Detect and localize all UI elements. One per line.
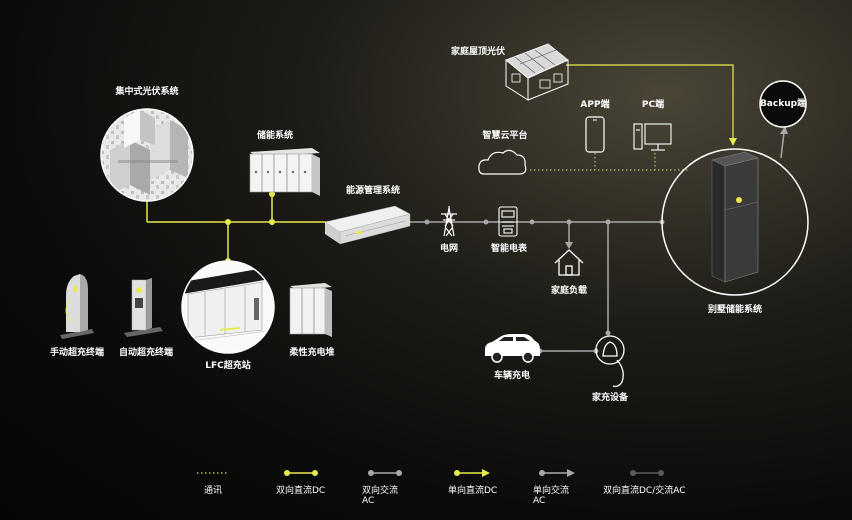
flex-pile-illustration xyxy=(289,283,332,337)
backup-label: Backup端 xyxy=(759,99,807,109)
central-pv-label: 集中式光伏系统 xyxy=(115,87,179,97)
ac-node xyxy=(483,219,489,225)
legend-swatch-dcac-bi-node xyxy=(658,470,664,476)
dc-node xyxy=(269,219,275,225)
backup-circle xyxy=(759,80,807,128)
ac-arrow xyxy=(780,126,788,134)
legend-swatch-dcac-bi-node xyxy=(630,470,636,476)
legend-label-dcac-bi: 双向直流DC/交流AC xyxy=(603,486,686,496)
home-load-icon xyxy=(554,249,584,276)
manual-charger-illustration xyxy=(60,274,94,339)
villa-storage-label: 别墅储能系统 xyxy=(707,305,763,315)
ac-node xyxy=(605,330,611,336)
dc-node xyxy=(225,219,231,225)
vehicle-label: 车辆充电 xyxy=(493,371,531,381)
pc-icon xyxy=(633,123,672,151)
home-load-label: 家庭负载 xyxy=(550,286,588,296)
ac-line-backup xyxy=(780,131,785,159)
legend-label-dc-uni: 单向直流DC xyxy=(448,486,498,496)
auto-charger-label: 自动超充终端 xyxy=(118,348,174,358)
legend-swatch-ac-uni-arrow xyxy=(567,469,575,477)
lfc-station-label: LFC超充站 xyxy=(205,361,251,371)
legend xyxy=(197,469,664,477)
ac-arrow xyxy=(565,242,573,249)
ac-node xyxy=(529,219,535,225)
pc-label: PC端 xyxy=(641,100,665,110)
home-charger-icon xyxy=(595,335,625,388)
legend-swatch-ac-bi-node xyxy=(396,470,402,476)
rooftop-house-illustration xyxy=(505,43,569,101)
auto-charger-illustration xyxy=(124,278,163,337)
legend-swatch-dc-bi-node xyxy=(284,470,290,476)
phone-icon xyxy=(585,116,605,153)
legend-label-dc-bi: 双向直流DC xyxy=(276,486,326,496)
villa-storage-illustration xyxy=(661,148,809,296)
legend-swatch-ac-uni-node xyxy=(539,470,545,476)
legend-swatch-ac-bi-node xyxy=(368,470,374,476)
dc-node xyxy=(269,191,275,197)
legend-label-ac-bi: 双向交流 AC xyxy=(362,486,399,506)
home-charger-label: 家充设备 xyxy=(591,393,629,403)
legend-label-comm: 通讯 xyxy=(204,486,223,496)
ac-node xyxy=(424,219,430,225)
manual-charger-label: 手动超充终端 xyxy=(49,348,105,358)
app-label: APP端 xyxy=(580,100,610,110)
ems-label: 能源管理系统 xyxy=(345,186,401,196)
cloud-label: 智慧云平台 xyxy=(482,131,528,141)
vehicle-icon xyxy=(485,334,540,363)
storage-label: 储能系统 xyxy=(256,131,294,141)
legend-label-ac-uni: 单向交流 AC xyxy=(533,486,570,506)
legend-swatch-dc-bi-node xyxy=(312,470,318,476)
flex-pile-label: 柔性充电堆 xyxy=(289,348,335,358)
storage-cabinets-illustration xyxy=(249,148,320,196)
dc-line-rooftop xyxy=(566,64,734,140)
rooftop-pv-label: 家庭屋顶光伏 xyxy=(450,47,506,57)
smart-meter-icon xyxy=(498,206,518,237)
lfc-station-illustration xyxy=(181,260,275,354)
cloud-icon xyxy=(478,149,527,175)
ems-illustration xyxy=(324,205,411,245)
dc-arrow xyxy=(729,138,737,146)
legend-swatch-dc-uni-node xyxy=(454,470,460,476)
grid-tower-icon xyxy=(441,206,457,237)
meter-label: 智能电表 xyxy=(490,244,528,254)
central-pv-illustration xyxy=(100,108,194,202)
grid-label: 电网 xyxy=(439,244,459,254)
legend-swatch-dc-uni-arrow xyxy=(482,469,490,477)
